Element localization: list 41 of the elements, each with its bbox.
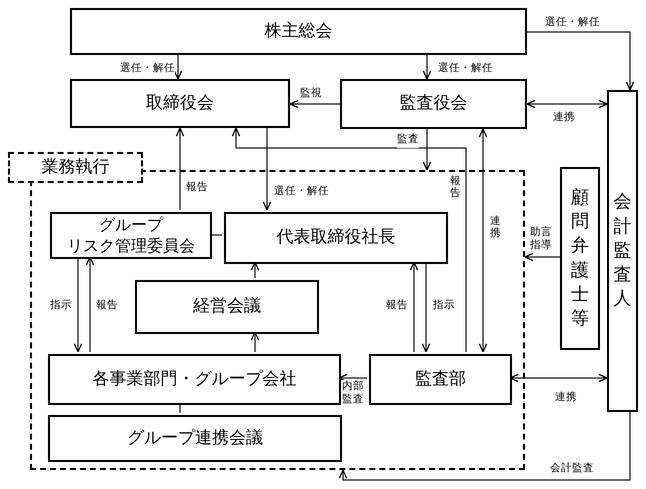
arrow bbox=[526, 100, 608, 108]
node-label: 顧問弁護士等 bbox=[571, 186, 589, 332]
arrow bbox=[526, 32, 634, 91]
arrow bbox=[422, 262, 430, 353]
node-label: 経営会議 bbox=[193, 295, 261, 318]
edge-label: 選任・解任 bbox=[120, 61, 175, 77]
edge-label: 監査 bbox=[397, 132, 419, 148]
node-label: 株主総会 bbox=[264, 20, 332, 43]
arrow bbox=[478, 128, 488, 353]
edge-label: 連携 bbox=[490, 215, 500, 240]
process-box bbox=[50, 212, 212, 259]
arrow bbox=[232, 127, 466, 352]
process-box bbox=[135, 280, 319, 334]
node-label: グループリスク管理委員会 bbox=[67, 214, 195, 256]
section-label-tab: 業務執行 bbox=[8, 152, 143, 183]
process-box bbox=[340, 79, 527, 129]
arrow bbox=[422, 128, 432, 171]
process-box bbox=[607, 90, 638, 412]
arrow bbox=[338, 412, 630, 480]
edge-label: 報告 bbox=[450, 175, 460, 200]
process-box bbox=[224, 212, 448, 264]
arrow bbox=[524, 252, 560, 262]
node-label: 監査部 bbox=[415, 368, 466, 391]
node-label: 各事業部門・グループ会社 bbox=[92, 368, 296, 391]
process-box bbox=[70, 79, 290, 128]
arrow bbox=[422, 54, 432, 80]
node-label: 会計監査人 bbox=[614, 190, 632, 312]
arrow bbox=[174, 54, 182, 80]
arrow bbox=[176, 127, 184, 210]
node-label: 監査役会 bbox=[400, 92, 468, 116]
arrow bbox=[262, 128, 272, 211]
process-box bbox=[369, 354, 512, 405]
process-box bbox=[70, 8, 527, 55]
arrow bbox=[289, 100, 340, 108]
edge-label: 助言指導 bbox=[530, 226, 554, 252]
process-box bbox=[560, 167, 600, 350]
node-label: グループ連携会議 bbox=[127, 426, 263, 450]
node-label: 取締役会 bbox=[146, 92, 214, 115]
node-label: 代表取締役社長 bbox=[276, 226, 396, 250]
process-box bbox=[48, 415, 342, 462]
process-box bbox=[48, 354, 341, 405]
